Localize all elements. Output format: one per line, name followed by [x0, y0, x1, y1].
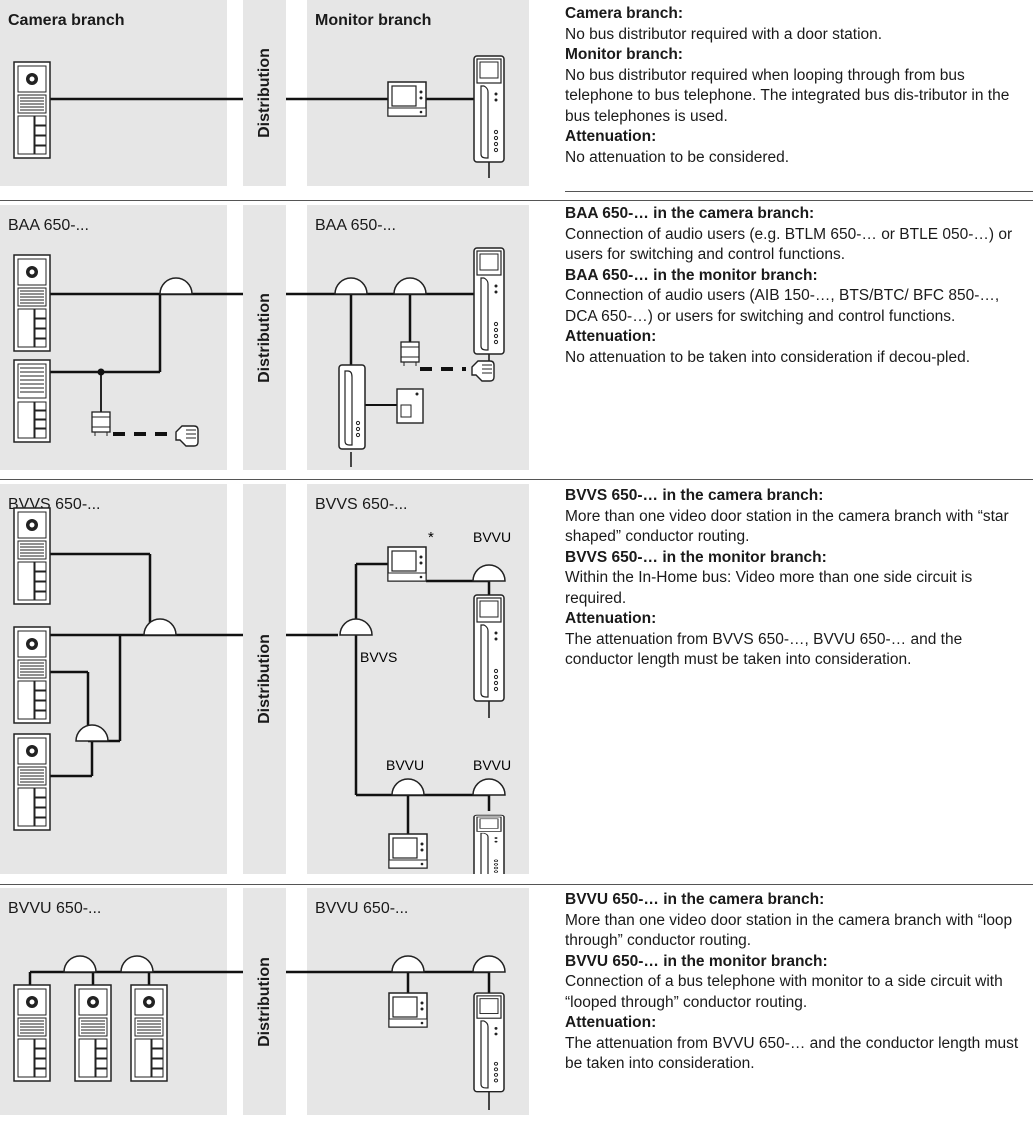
- video-monitor-icon: [388, 833, 428, 869]
- description-text: No bus distributor required when looping…: [565, 66, 1010, 125]
- bvvu-distributor-icon: [63, 955, 97, 973]
- description-column: BVVU 650-… in the camera branch: More th…: [565, 890, 1033, 1075]
- distribution-panel: Distribution: [243, 484, 286, 874]
- description-text: More than one video door station in the …: [565, 507, 1009, 546]
- distribution-panel: Distribution: [243, 205, 286, 470]
- video-monitor-icon: [387, 546, 427, 582]
- bvvs-label: BVVS: [360, 649, 397, 665]
- video-door-station-icon: [13, 61, 51, 159]
- description-text: Connection of audio users (e.g. BTLM 650…: [565, 225, 1013, 264]
- monitor-branch-label: BAA 650-...: [315, 217, 396, 234]
- door-bell-unit-icon: [396, 388, 424, 424]
- description-heading: BVVS 650-… in the monitor branch:: [565, 548, 827, 566]
- bus-telephone-icon: [473, 594, 505, 702]
- video-door-station-icon: [13, 984, 51, 1082]
- video-door-station-icon: [13, 733, 51, 831]
- description-text: No attenuation to be considered.: [565, 148, 790, 166]
- row-bvvs: BVVS 650-... Distribution BVVS 650-...: [0, 484, 1033, 879]
- description-text: Within the In-Home bus: Video more than …: [565, 569, 973, 607]
- description-heading: BVVU 650-… in the camera branch:: [565, 891, 825, 908]
- actuator-icon: [471, 360, 495, 382]
- distribution-panel: Distribution: [243, 888, 286, 1115]
- bvvu-distributor-icon: [391, 778, 425, 796]
- monitor-branch-label: BVVU 650-...: [315, 900, 409, 917]
- row-divider: [565, 191, 1033, 192]
- description-text: Connection of a bus telephone with monit…: [565, 973, 1003, 1011]
- bus-distributor-icon: [334, 277, 368, 295]
- row-bvvu: BVVU 650-... Distribution BVVU 650-... B…: [0, 888, 1033, 1126]
- switching-module-icon: [400, 341, 420, 367]
- audio-door-station-icon: [13, 359, 51, 443]
- description-text: The attenuation from BVVU 650-… and the …: [565, 1034, 1019, 1073]
- distribution-panel: Distribution: [243, 0, 286, 186]
- bvvu-distributor-icon: [472, 955, 506, 973]
- actuator-icon: [175, 425, 199, 447]
- wiring-diagram: [13, 955, 506, 1110]
- video-monitor-icon: [387, 81, 427, 117]
- wiring-diagram: [13, 247, 505, 467]
- bvvu-distributor-icon: [120, 955, 154, 973]
- bus-telephone-icon: [473, 247, 505, 355]
- bus-telephone-icon: [473, 992, 505, 1093]
- description-column: Camera branch: No bus distributor requir…: [565, 4, 1033, 168]
- bvvu-distributor-icon: [391, 955, 425, 973]
- video-door-station-icon: [130, 984, 168, 1082]
- description-heading: BAA 650-… in the monitor branch:: [565, 266, 818, 284]
- asterisk-note: *: [428, 529, 434, 546]
- description-text: More than one video door station in the …: [565, 911, 1013, 950]
- bus-distributor-icon: [159, 277, 193, 295]
- description-heading: BAA 650-… in the camera branch:: [565, 205, 815, 222]
- video-door-station-icon: [13, 254, 51, 352]
- audio-handset-icon: [338, 364, 366, 450]
- wiring-diagram: [13, 55, 505, 178]
- description-heading: Attenuation:: [565, 1014, 657, 1031]
- description-heading: Attenuation:: [565, 128, 657, 145]
- description-heading: BVVS 650-… in the camera branch:: [565, 487, 824, 504]
- description-heading: Attenuation:: [565, 610, 657, 627]
- bvvu-label: BVVU: [473, 529, 511, 545]
- video-door-station-icon: [13, 507, 51, 605]
- bvvu-distributor-icon: [75, 724, 109, 742]
- switching-module-icon: [91, 411, 111, 437]
- monitor-branch-label: BVVS 650-...: [315, 496, 408, 513]
- camera-branch-label: BAA 650-...: [8, 217, 89, 234]
- video-door-station-icon: [13, 626, 51, 724]
- row-divider: [0, 884, 1033, 885]
- video-door-station-icon: [74, 984, 112, 1082]
- bvvu-distributor-icon: [472, 564, 506, 582]
- description-text: The attenuation from BVVS 650-…, BVVU 65…: [565, 630, 963, 669]
- row-divider: [0, 479, 1033, 480]
- bvvs-distributor-icon: [339, 618, 373, 636]
- row-divider: [0, 200, 1033, 201]
- bus-distributor-icon: [393, 277, 427, 295]
- row-baa: BAA 650-... Distribution BAA 650-...: [0, 205, 1033, 475]
- description-text: No attenuation to be taken into consider…: [565, 348, 970, 366]
- bus-telephone-icon: [473, 55, 505, 163]
- bvvu-label: BVVU: [386, 757, 424, 773]
- wiring-diagram: BVVU * BVVS BVVU BVVU: [13, 507, 511, 874]
- description-heading: Attenuation:: [565, 328, 657, 345]
- camera-branch-label: Camera branch: [8, 12, 125, 29]
- bvvu-distributor-icon: [472, 778, 506, 796]
- video-monitor-icon: [388, 992, 428, 1028]
- description-heading: BVVU 650-… in the monitor branch:: [565, 952, 828, 970]
- description-heading: Monitor branch:: [565, 46, 683, 63]
- description-column: BAA 650-… in the camera branch: Connecti…: [565, 204, 1033, 368]
- description-text: Connection of audio users (AIB 150-…, BT…: [565, 287, 1000, 325]
- description-text: No bus distributor required with a door …: [565, 25, 883, 43]
- row-no-distributor: Camera branch Distribution Monitor branc…: [0, 0, 1033, 196]
- monitor-branch-label: Monitor branch: [315, 12, 432, 29]
- camera-branch-label: BVVU 650-...: [8, 900, 102, 917]
- description-column: BVVS 650-… in the camera branch: More th…: [565, 486, 1033, 671]
- description-heading: Camera branch:: [565, 5, 684, 22]
- bus-telephone-icon: [473, 814, 505, 874]
- bvvu-label: BVVU: [473, 757, 511, 773]
